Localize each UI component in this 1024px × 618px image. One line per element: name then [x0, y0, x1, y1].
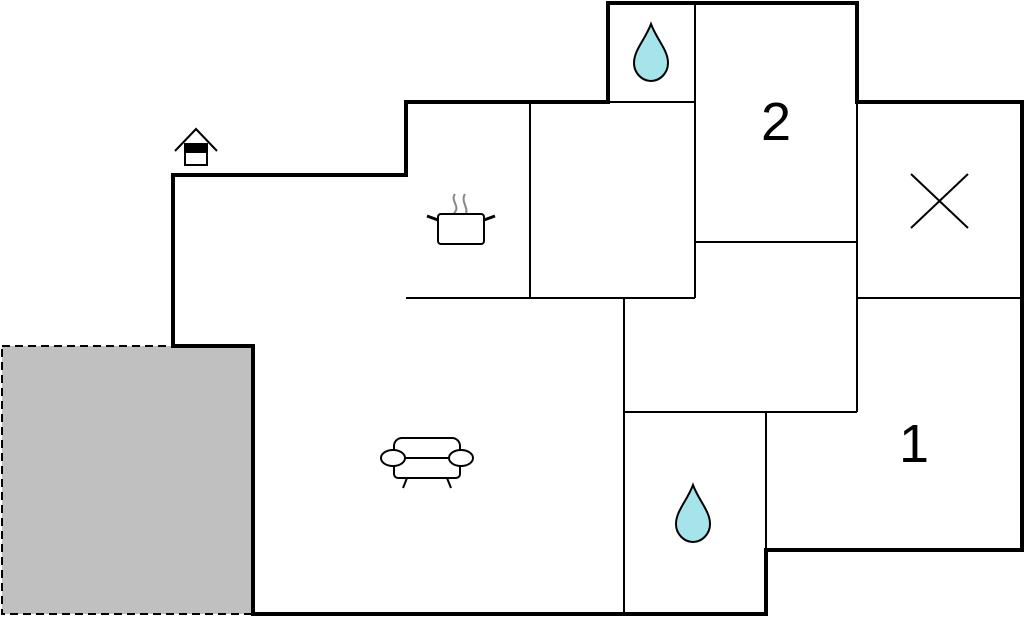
cross-mark-icon — [910, 173, 969, 229]
water-drop-icon — [632, 21, 670, 83]
room-label-bedroom-1: 1 — [899, 414, 929, 474]
sofa-icon — [380, 437, 474, 489]
water-drop-icon — [674, 482, 712, 544]
interior-walls — [406, 3, 1022, 614]
terrace-area — [1, 345, 254, 615]
room-label-bedroom-2: 2 — [761, 92, 791, 152]
house-entrance-icon — [174, 127, 218, 166]
cooking-pot-icon — [426, 193, 496, 245]
exterior-wall — [171, 1, 1024, 616]
